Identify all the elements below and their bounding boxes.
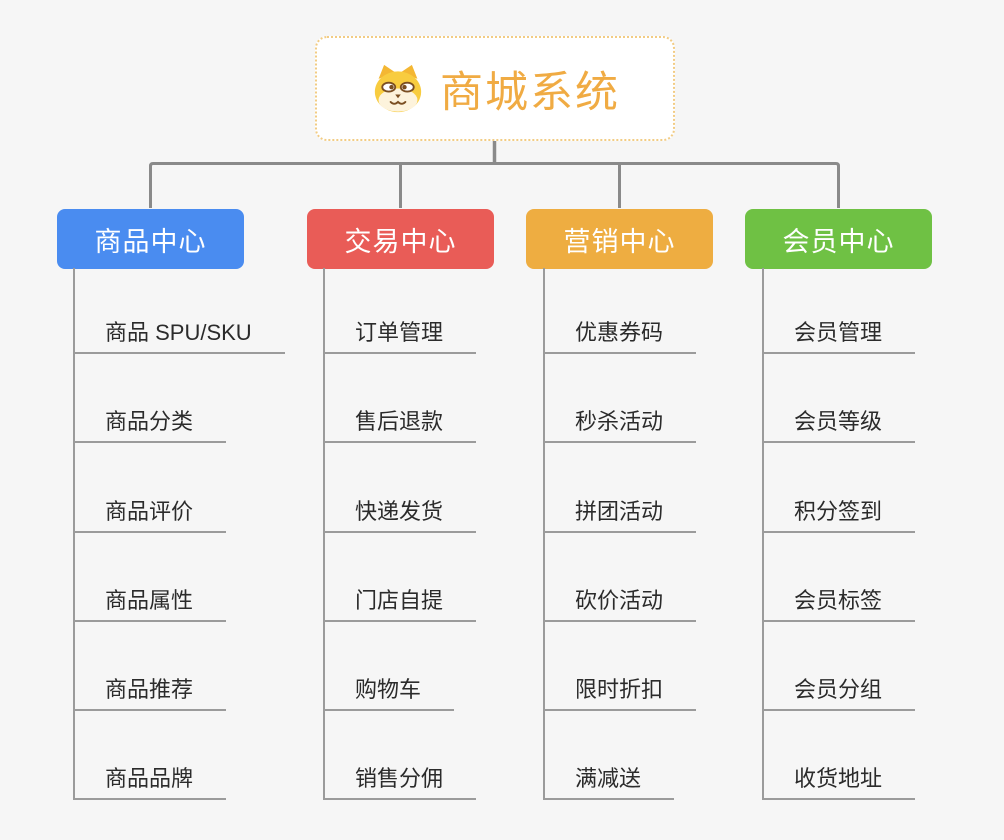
leaf-node-sales-commission[interactable]: 销售分佣	[323, 760, 477, 800]
branch-column-member: 会员管理 会员等级 积分签到 会员标签 会员分组 收货地址	[762, 268, 997, 808]
leaf-node-group-buy[interactable]: 拼团活动	[543, 493, 697, 533]
leaf-node-member-level[interactable]: 会员等级	[762, 403, 916, 443]
branch-column-product: 商品 SPU/SKU 商品分类 商品评价 商品属性 商品推荐 商品品牌	[73, 268, 308, 808]
leaf-node-coupon-code[interactable]: 优惠券码	[543, 314, 697, 354]
leaf-node-member-group[interactable]: 会员分组	[762, 671, 916, 711]
leaf-node-bargain-activity[interactable]: 砍价活动	[543, 582, 697, 622]
leaf-node-order-management[interactable]: 订单管理	[323, 314, 477, 354]
dog-face-icon	[374, 64, 422, 112]
leaf-node-product-brand[interactable]: 商品品牌	[73, 760, 227, 800]
leaf-node-member-tag[interactable]: 会员标签	[762, 582, 916, 622]
leaf-node-aftersale-refund[interactable]: 售后退款	[323, 403, 477, 443]
root-node[interactable]: 商城系统	[315, 36, 675, 141]
branch-column-marketing: 优惠券码 秒杀活动 拼团活动 砍价活动 限时折扣 满减送	[543, 268, 778, 808]
leaf-node-flash-sale[interactable]: 秒杀活动	[543, 403, 697, 443]
leaf-node-store-pickup[interactable]: 门店自提	[323, 582, 477, 622]
branch-vline	[543, 268, 545, 800]
leaf-node-points-checkin[interactable]: 积分签到	[762, 493, 916, 533]
branch-vline	[762, 268, 764, 800]
branch-node-trade-center[interactable]: 交易中心	[307, 209, 494, 269]
branch-node-member-center[interactable]: 会员中心	[745, 209, 932, 269]
leaf-node-member-management[interactable]: 会员管理	[762, 314, 916, 354]
branch-vline	[323, 268, 325, 800]
leaf-node-express-delivery[interactable]: 快递发货	[323, 493, 477, 533]
leaf-node-shipping-address[interactable]: 收货地址	[762, 760, 916, 800]
leaf-node-spend-and-save[interactable]: 满减送	[543, 760, 675, 800]
leaf-node-limited-time-discount[interactable]: 限时折扣	[543, 671, 697, 711]
branch-node-product-center[interactable]: 商品中心	[57, 209, 244, 269]
connector-rail	[149, 162, 840, 208]
leaf-node-product-spu-sku[interactable]: 商品 SPU/SKU	[73, 314, 285, 354]
branch-node-marketing-center[interactable]: 营销中心	[526, 209, 713, 269]
leaf-node-product-category[interactable]: 商品分类	[73, 403, 227, 443]
root-title: 商城系统	[440, 68, 620, 117]
leaf-node-product-attribute[interactable]: 商品属性	[73, 582, 227, 622]
leaf-node-product-review[interactable]: 商品评价	[73, 493, 227, 533]
leaf-node-shopping-cart[interactable]: 购物车	[323, 671, 455, 711]
leaf-node-product-recommend[interactable]: 商品推荐	[73, 671, 227, 711]
branch-vline	[73, 268, 75, 800]
branch-column-trade: 订单管理 售后退款 快递发货 门店自提 购物车 销售分佣	[323, 268, 558, 808]
